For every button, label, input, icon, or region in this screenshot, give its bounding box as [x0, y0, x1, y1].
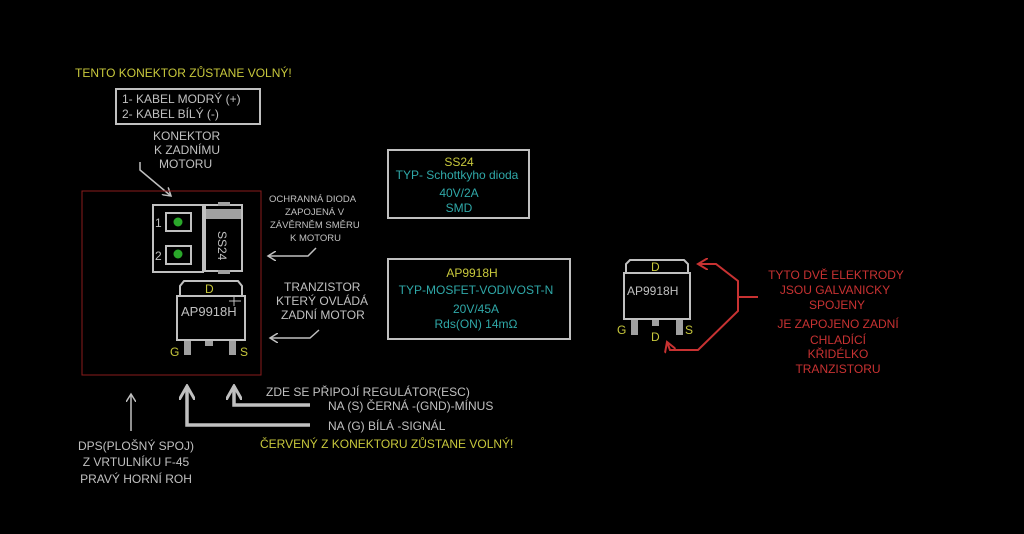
detail-drain-label: D [651, 330, 660, 344]
cable-box [115, 88, 261, 125]
transistor-note-2: KTERÝ OVLÁDÁ [276, 293, 368, 308]
detail-transistor: AP9918H D G D S [617, 259, 693, 344]
pad-2 [173, 249, 183, 259]
pcb-note-1: DPS(PLOŠNÝ SPOJ) [78, 438, 194, 453]
diode-note-3: ZÁVĚRNĚM SMĚRU [270, 220, 360, 231]
connector-arrow [139, 162, 171, 196]
diode-spec-package: SMD [446, 201, 473, 215]
cable-line-1: 1- KABEL MODRÝ (+) [122, 91, 241, 106]
diode-marking: SS24 [215, 231, 229, 261]
diode-arrow [268, 247, 317, 256]
detail-note-7: TRANZISTORU [795, 362, 880, 376]
source-wire-arrow [234, 386, 310, 407]
transistor-marking: AP9918H [181, 304, 237, 319]
pcb-note-3: PRAVÝ HORNÍ ROH [80, 471, 192, 486]
detail-note-6: KŘIDÉLKO [808, 346, 869, 361]
motor-connector: 1 2 [152, 204, 204, 273]
gate-wire-arrow [187, 386, 310, 427]
pin-2-label: 2 [155, 249, 162, 263]
detail-arrow-bottom [667, 297, 739, 350]
esc-gate-wire: NA (G) BÍLÁ -SIGNÁL [328, 418, 446, 433]
detail-note-3: SPOJENY [809, 298, 865, 312]
diode-spec-box [387, 149, 530, 219]
detail-source-label: S [685, 323, 693, 337]
detail-note-2: JSOU GALVANICKY [780, 283, 890, 297]
diode-spec-name: SS24 [444, 155, 474, 169]
detail-top-drain-label: D [651, 260, 660, 274]
detail-note-1: TYTO DVĚ ELEKTRODY [768, 267, 904, 282]
transistor-note-1: TRANZISTOR [284, 280, 361, 294]
cable-line-2: 2- KABEL BÍLÝ (-) [122, 106, 219, 121]
connector-label-3: MOTORU [159, 157, 212, 171]
source-label: S [240, 345, 248, 359]
top-note: TENTO KONEKTOR ZŮSTANE VOLNÝ! [75, 65, 292, 80]
pcb-note-2: Z VRTULNÍKU F-45 [83, 454, 190, 469]
drain-label: D [205, 282, 214, 296]
transistor-spec-box [387, 258, 571, 340]
connector-label-2: K ZADNÍMU [154, 142, 220, 157]
transistor-spec-name: AP9918H [446, 266, 497, 280]
transistor-spec-rds: Rds(ON) 14mΩ [435, 317, 518, 331]
transistor-spec-type: TYP-MOSFET-VODIVOST-N [399, 283, 554, 297]
diode-note-1: OCHRANNÁ DIODA [269, 194, 357, 205]
detail-marking: AP9918H [627, 284, 678, 298]
gate-label: G [170, 345, 179, 359]
transistor-note-3: ZADNÍ MOTOR [281, 307, 365, 322]
diode-spec-rating: 40V/2A [439, 186, 478, 200]
pin-1-label: 1 [155, 216, 162, 230]
esc-red-note: ČERVENÝ Z KONEKTORU ZŮSTANE VOLNÝ! [260, 436, 513, 451]
transistor-spec-rating: 20V/45A [453, 302, 499, 316]
detail-note-4: JE ZAPOJENO ZADNÍ [777, 316, 899, 331]
diode-ss24: SS24 [204, 202, 243, 274]
pcb-outline [81, 190, 262, 376]
detail-arrow-top [698, 264, 758, 298]
pad-1 [173, 217, 183, 227]
detail-gate-label: G [617, 323, 626, 337]
transistor-arrow [270, 329, 320, 338]
diode-note-2: ZAPOJENÁ V [285, 207, 345, 218]
diode-spec-type: TYP- Schottkyho dioda [396, 168, 519, 182]
transistor-ap9918h: AP9918H D G S [170, 280, 248, 359]
esc-source-wire: NA (S) ČERNÁ -(GND)-MÍNUS [328, 398, 493, 413]
esc-title: ZDE SE PŘIPOJÍ REGULÁTOR(ESC) [266, 384, 470, 399]
detail-note-5: CHLADÍCÍ [810, 332, 867, 347]
connector-label-1: KONEKTOR [153, 129, 220, 143]
diode-note-4: K MOTORU [290, 233, 341, 244]
